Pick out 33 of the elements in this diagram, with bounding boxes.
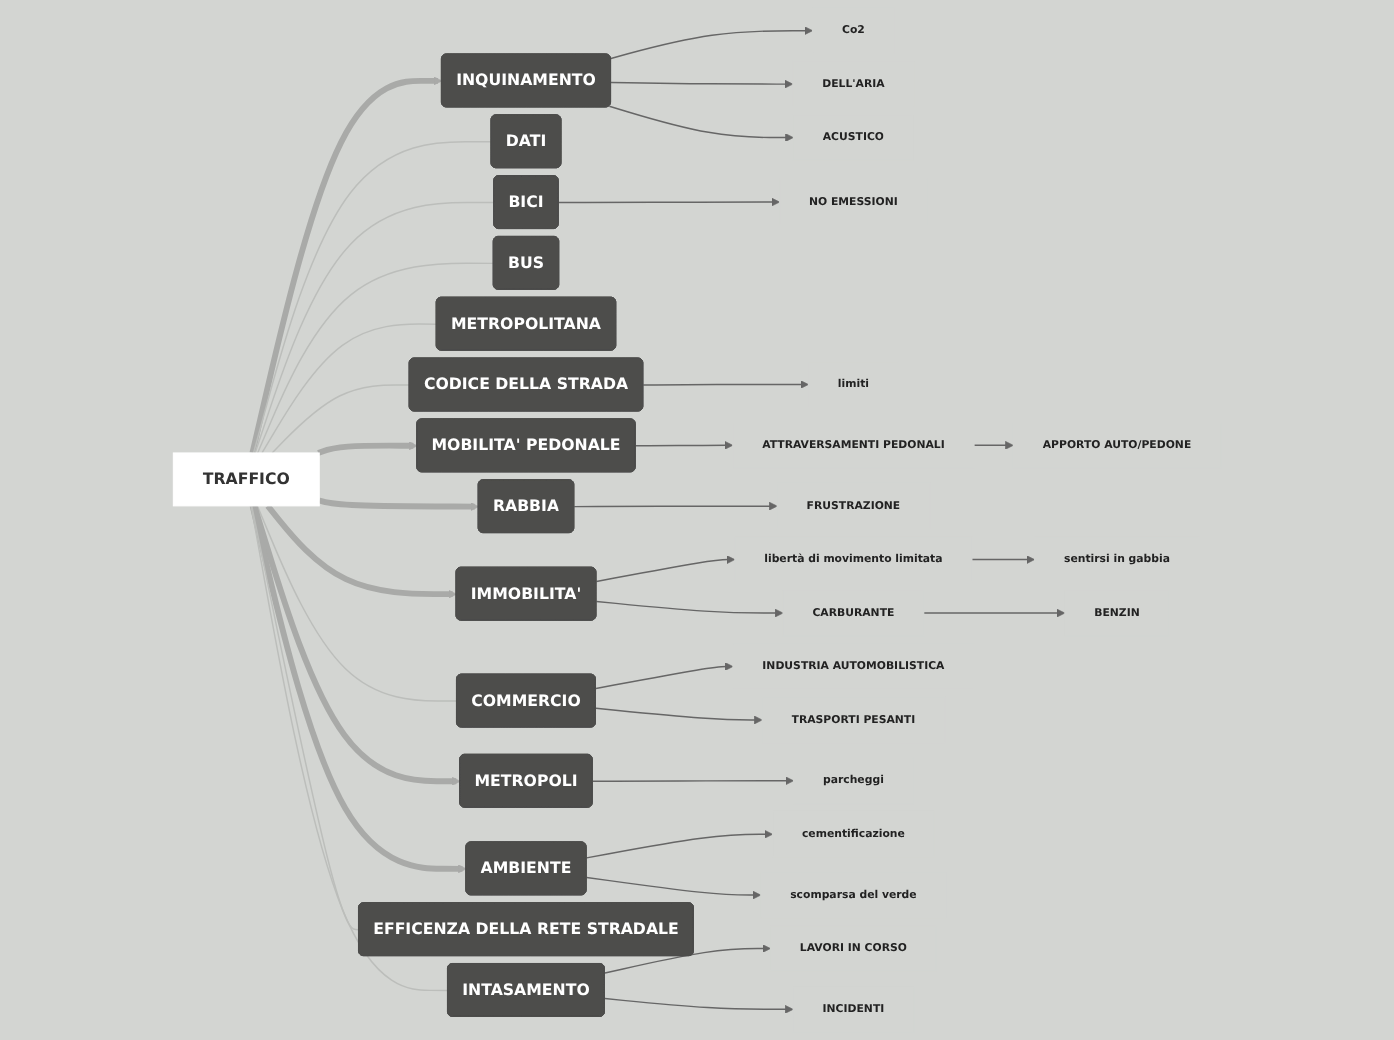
connector [256,505,458,702]
arrow [251,505,461,786]
arrow [610,79,794,89]
arrow [249,76,443,454]
arrow [317,441,418,456]
arrow [595,600,784,618]
arrow [595,707,763,725]
arrow [595,555,736,583]
arrow [604,944,771,974]
connector [261,323,438,454]
arrow [973,441,1014,450]
arrow [971,555,1035,564]
connector [250,505,449,992]
arrow [635,441,734,450]
arrow [923,608,1066,618]
arrow [249,505,467,874]
connector [251,505,360,931]
connector [271,384,411,454]
connector [256,262,495,454]
arrow [610,26,813,60]
arrow [585,829,773,859]
arrow [585,876,762,900]
arrow [604,997,794,1014]
connector [254,201,495,454]
arrow [642,380,809,389]
arrow [595,662,734,690]
arrow [558,197,780,207]
connector [252,140,493,454]
arrow [608,105,794,142]
arrow [318,497,480,511]
arrow [573,501,778,511]
arrow [592,776,794,786]
arrow [265,504,457,599]
